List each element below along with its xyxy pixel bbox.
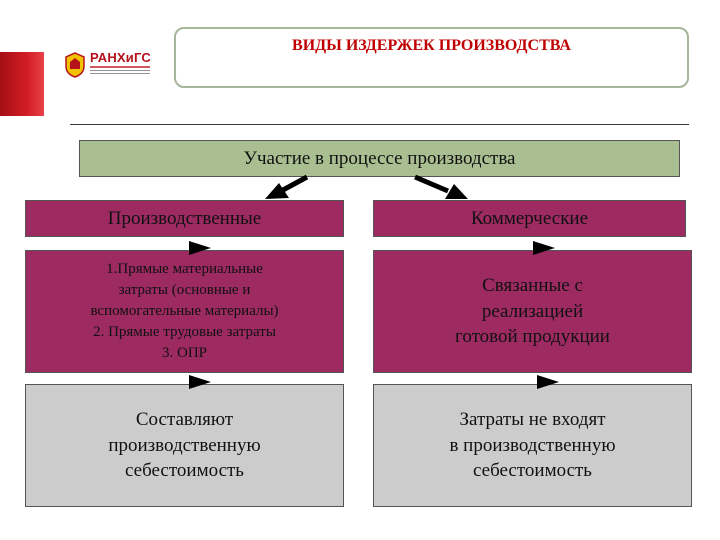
title-frame: ВИДЫ ИЗДЕРЖЕК ПРОИЗВОДСТВА: [174, 27, 689, 88]
production-item-line: 3. ОПР: [161, 345, 207, 361]
emblem-icon: [65, 52, 85, 78]
production-result-line: себестоимость: [125, 460, 244, 482]
commercial-result-line: в производственную: [449, 434, 616, 456]
commercial-result-line: Затраты не входят: [459, 409, 606, 431]
commercial-result-box: Затраты не входят в производственную себ…: [373, 384, 692, 507]
logo-text: РАНХиГС: [90, 50, 151, 65]
production-result-line: Составляют: [135, 409, 234, 431]
commercial-items-box: Связанные с реализацией готовой продукци…: [373, 250, 692, 373]
arrow-right-marker: [189, 241, 211, 255]
arrow-root-to-commercial: [414, 174, 468, 199]
commercial-item-line: Связанные с: [482, 275, 583, 297]
production-item-line: 1.Прямые материальные: [106, 261, 263, 277]
ranepa-logo: РАНХиГС: [64, 50, 166, 82]
category-production: Производственные: [25, 200, 344, 237]
production-result-box: Составляют производственную себестоимост…: [25, 384, 344, 507]
production-item-line: 2. Прямые трудовые затраты: [93, 324, 276, 340]
category-commercial: Коммерческие: [373, 200, 686, 237]
arrow-root-to-production: [265, 174, 309, 199]
commercial-item-line: готовой продукции: [455, 326, 610, 348]
arrow-right-marker: [537, 375, 559, 389]
commercial-result-line: себестоимость: [473, 460, 592, 482]
production-result-line: производственную: [108, 434, 261, 456]
category-commercial-label: Коммерческие: [470, 207, 589, 229]
arrow-right-marker: [533, 241, 555, 255]
arrow-right-marker: [189, 375, 211, 389]
production-items-box: 1.Прямые материальные затраты (основные …: [25, 250, 344, 373]
divider-line: [70, 124, 689, 125]
production-item-line: вспомогательные материалы): [90, 303, 279, 319]
root-node-label: Участие в процессе производства: [243, 147, 516, 169]
red-decor-block: [0, 52, 44, 116]
logo-subtitle-lines: [90, 66, 150, 76]
production-item-line: затраты (основные и: [118, 282, 251, 298]
category-production-label: Производственные: [107, 207, 262, 229]
commercial-item-line: реализацией: [481, 300, 584, 322]
page-title: ВИДЫ ИЗДЕРЖЕК ПРОИЗВОДСТВА: [292, 37, 571, 54]
root-node: Участие в процессе производства: [79, 140, 680, 177]
